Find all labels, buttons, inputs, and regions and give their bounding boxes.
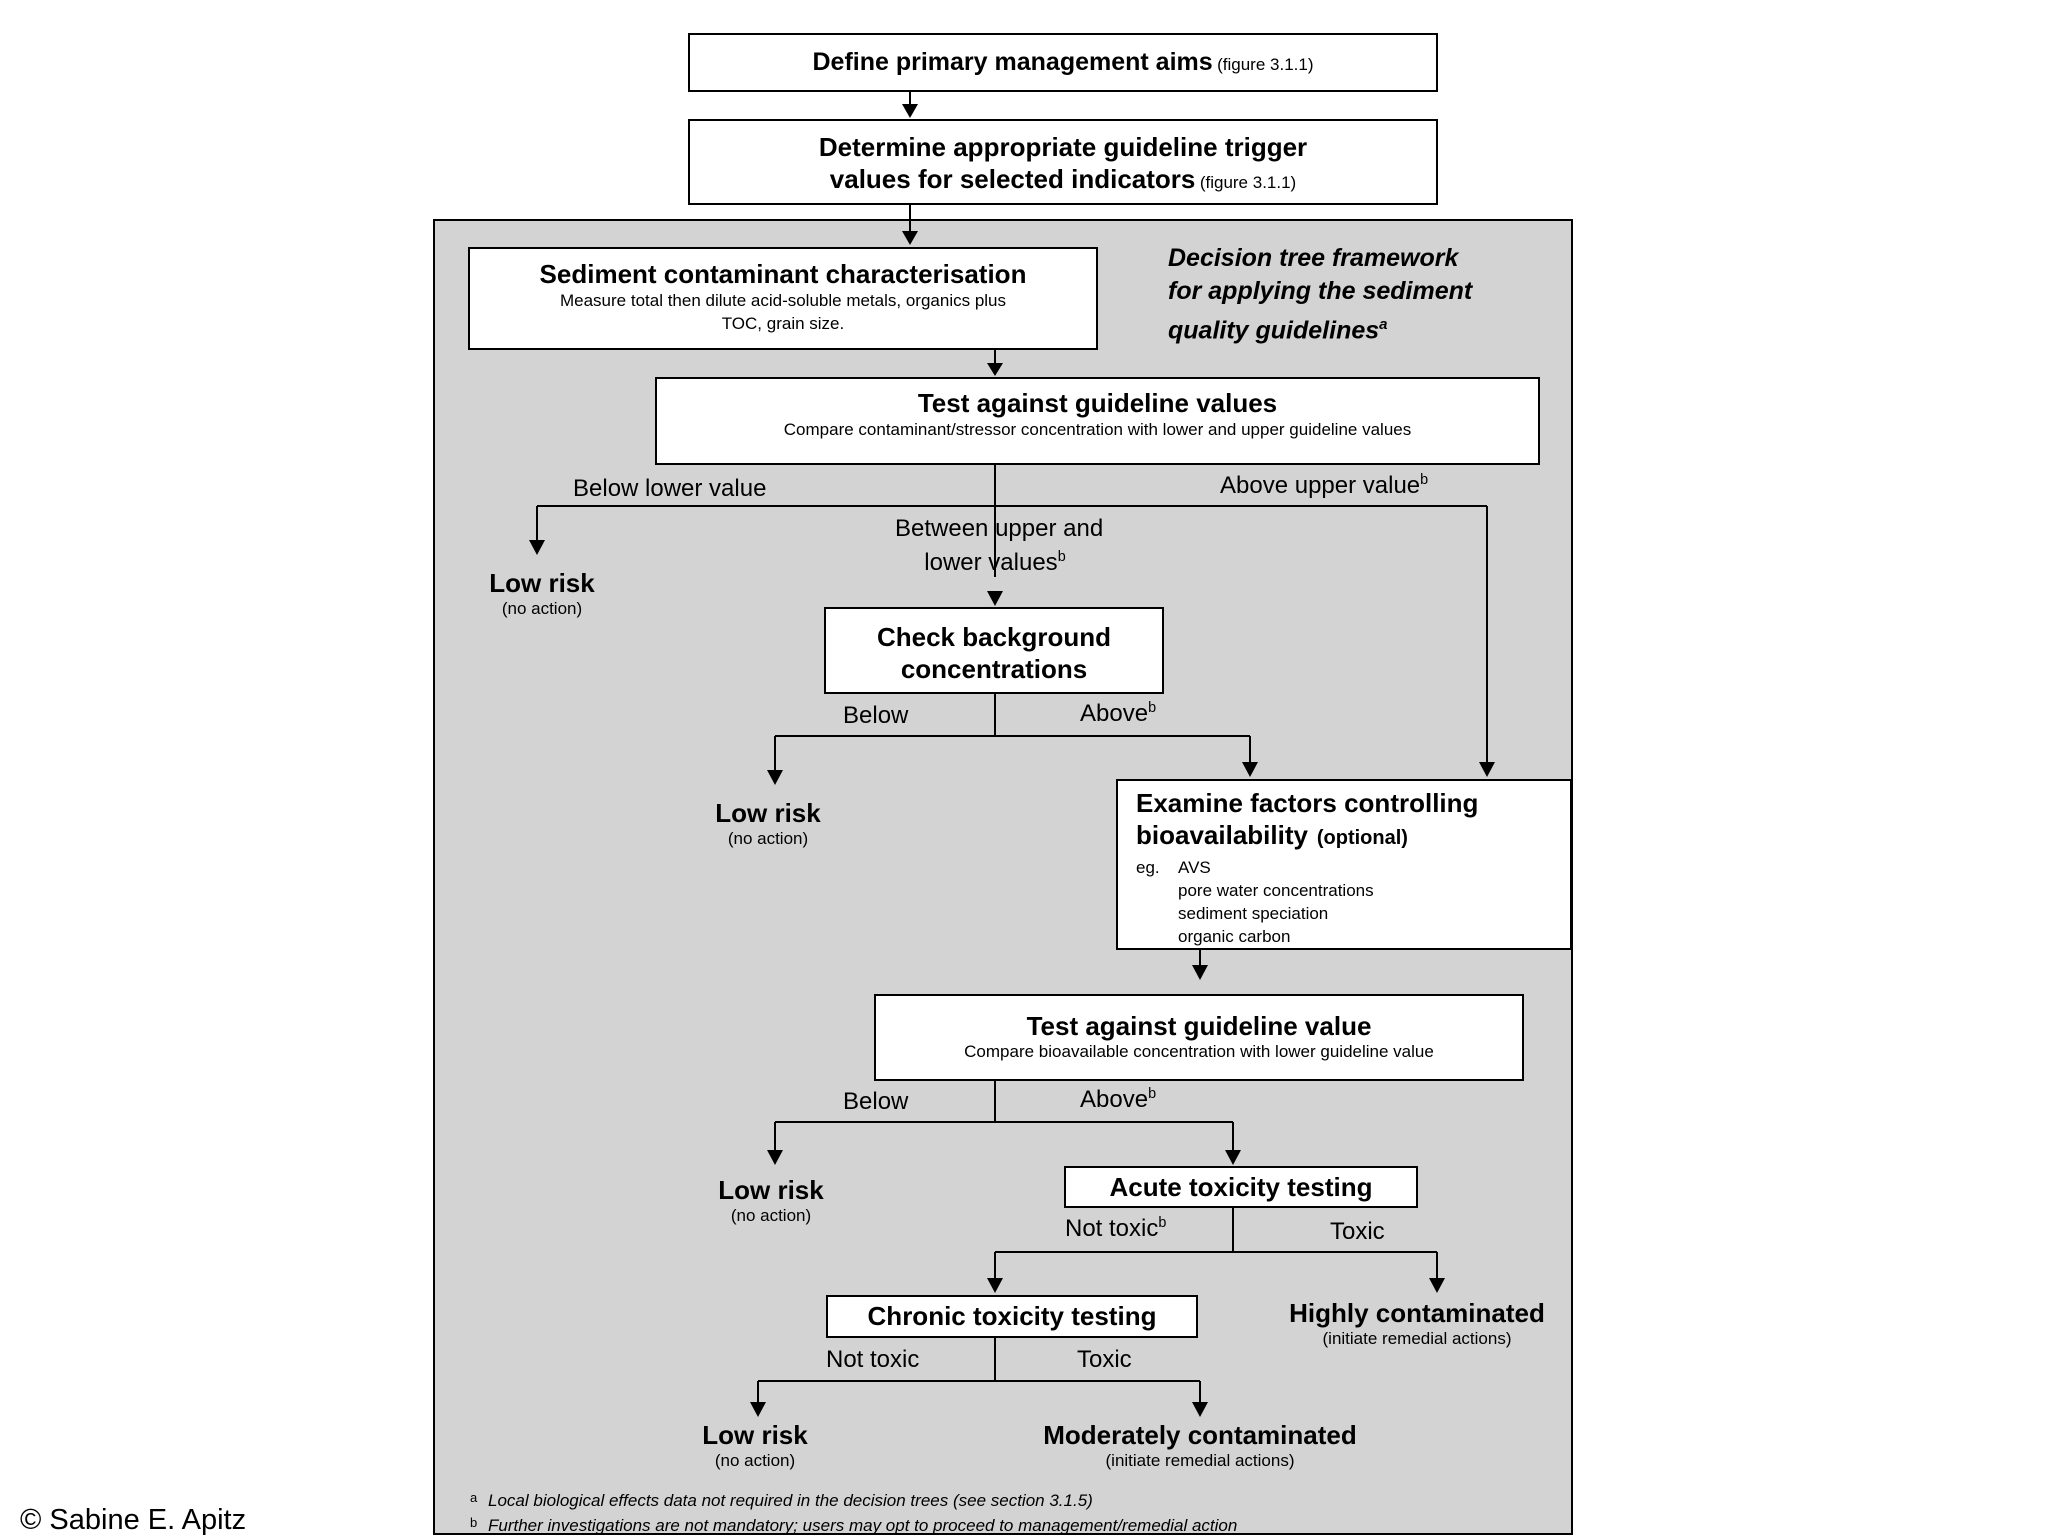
framework-title-sup: a xyxy=(1379,316,1388,333)
acute-toxicity-box: Acute toxicity testing xyxy=(1064,1166,1418,1208)
test2-above-sup: b xyxy=(1148,1086,1157,1102)
moderately-title: Moderately contaminated xyxy=(1043,1420,1357,1450)
between-label: Between upper and lower valuesb xyxy=(895,515,1104,577)
background-line2: concentrations xyxy=(900,654,1088,684)
between-line1: Between upper and xyxy=(895,515,1104,542)
trigger-ref: (figure 3.1.1) xyxy=(1199,173,1297,192)
test2-above-text: Above xyxy=(1080,1086,1149,1113)
low-risk-outcome-3: Low risk (no action) xyxy=(706,1175,836,1226)
framework-title-line2: for applying the sediment xyxy=(1168,277,1473,305)
low-risk-1-title: Low risk xyxy=(489,568,595,598)
trigger-line2: values for selected indicators xyxy=(829,164,1196,194)
low-risk-3-sub: (no action) xyxy=(730,1206,812,1225)
low-risk-outcome-4: Low risk (no action) xyxy=(690,1420,820,1471)
footnote-b-mark: b xyxy=(470,1515,478,1530)
test2-below-label: Below xyxy=(843,1088,909,1115)
trigger-line1: Determine appropriate guideline trigger xyxy=(818,132,1308,162)
background-line1: Check background xyxy=(876,622,1112,652)
factors-optional: (optional) xyxy=(1316,827,1408,849)
acute-not-toxic-sup: b xyxy=(1158,1215,1167,1231)
moderately-sub: (initiate remedial actions) xyxy=(1105,1451,1295,1470)
test1-desc: Compare contaminant/stressor concentrati… xyxy=(783,420,1412,439)
test-guideline-values-box: Test against guideline values Compare co… xyxy=(655,377,1540,465)
low-risk-1-sub: (no action) xyxy=(501,599,583,618)
low-risk-3-title: Low risk xyxy=(718,1175,824,1205)
background-above-text: Above xyxy=(1080,700,1149,727)
factors-item: organic carbon xyxy=(1178,927,1291,946)
test2-desc: Compare bioavailable concentration with … xyxy=(964,1042,1434,1061)
framework-title: Decision tree framework for applying the… xyxy=(1168,242,1472,347)
low-risk-outcome-2: Low risk (no action) xyxy=(703,798,833,849)
highly-title: Highly contaminated xyxy=(1289,1298,1545,1328)
factors-line2: bioavailability xyxy=(1136,820,1308,850)
define-aims-box: Define primary management aims (figure 3… xyxy=(688,33,1438,92)
acute-toxic-label: Toxic xyxy=(1330,1218,1385,1245)
acute-not-toxic-text: Not toxic xyxy=(1065,1215,1159,1242)
test-guideline-value-box: Test against guideline value Compare bio… xyxy=(874,994,1524,1081)
factors-eg: eg. xyxy=(1136,858,1160,877)
acute-not-toxic-label: Not toxicb xyxy=(1065,1215,1166,1243)
check-background-box: Check background concentrations xyxy=(824,607,1164,694)
test2-above-label: Aboveb xyxy=(1080,1086,1156,1114)
acute-title: Acute toxicity testing xyxy=(1109,1172,1373,1202)
footnotes: a Local biological effects data not requi… xyxy=(470,1487,1237,1537)
footnote-a-mark: a xyxy=(470,1490,478,1505)
low-risk-2-sub: (no action) xyxy=(727,829,809,848)
bioavailability-factors-box: Examine factors controlling bioavailabil… xyxy=(1116,779,1572,950)
footnote-b-text: Further investigations are not mandatory… xyxy=(488,1516,1238,1535)
highly-contaminated-outcome: Highly contaminated (initiate remedial a… xyxy=(1262,1298,1572,1349)
low-risk-4-title: Low risk xyxy=(702,1420,808,1450)
framework-title-line1: Decision tree framework xyxy=(1168,244,1459,272)
factors-item: AVS xyxy=(1178,858,1211,877)
framework-title-line3: quality guidelines xyxy=(1168,316,1380,345)
above-upper-text: Above upper value xyxy=(1220,472,1421,499)
trigger-values-box: Determine appropriate guideline trigger … xyxy=(688,119,1438,205)
between-sup: b xyxy=(1057,549,1066,565)
characterisation-box: Sediment contaminant characterisation Me… xyxy=(468,247,1098,350)
test1-title: Test against guideline values xyxy=(917,388,1278,418)
between-line2: lower values xyxy=(924,549,1058,576)
chronic-toxicity-box: Chronic toxicity testing xyxy=(826,1295,1198,1338)
factors-item: sediment speciation xyxy=(1178,904,1329,923)
low-risk-2-title: Low risk xyxy=(715,798,821,828)
chronic-toxic-label: Toxic xyxy=(1077,1346,1132,1373)
chronic-not-toxic-label: Not toxic xyxy=(826,1346,920,1373)
below-lower-label: Below lower value xyxy=(573,475,767,502)
moderately-contaminated-outcome: Moderately contaminated (initiate remedi… xyxy=(1010,1420,1390,1471)
test2-title: Test against guideline value xyxy=(1026,1011,1372,1041)
highly-sub: (initiate remedial actions) xyxy=(1322,1329,1512,1348)
define-aims-ref: (figure 3.1.1) xyxy=(1217,55,1314,74)
footnote-a-text: Local biological effects data not requir… xyxy=(488,1491,1093,1510)
characterisation-line2: TOC, grain size. xyxy=(721,314,845,333)
factors-line1: Examine factors controlling xyxy=(1136,788,1479,818)
low-risk-4-sub: (no action) xyxy=(714,1451,796,1470)
background-below-label: Below xyxy=(843,702,909,729)
low-risk-outcome-1: Low risk (no action) xyxy=(482,568,602,619)
copyright: © Sabine E. Apitz xyxy=(20,1504,247,1536)
define-aims-title: Define primary management aims xyxy=(812,48,1213,76)
background-above-sup: b xyxy=(1148,700,1157,716)
chronic-title: Chronic toxicity testing xyxy=(867,1301,1157,1331)
above-upper-sup: b xyxy=(1420,472,1429,488)
characterisation-line1: Measure total then dilute acid-soluble m… xyxy=(559,291,1007,310)
characterisation-title: Sediment contaminant characterisation xyxy=(539,259,1027,289)
above-upper-label: Above upper valueb xyxy=(1220,472,1428,500)
background-above-label: Aboveb xyxy=(1080,700,1156,728)
factors-item: pore water concentrations xyxy=(1178,881,1374,900)
